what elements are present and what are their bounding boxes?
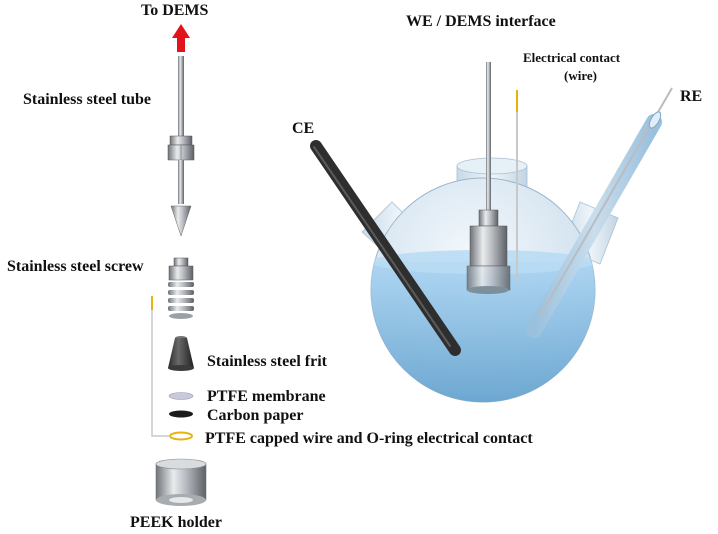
ptfe-membrane-disc	[168, 392, 194, 400]
stainless-steel-frit	[168, 336, 194, 371]
carbon-paper-disc	[169, 410, 193, 418]
we-electrode-body	[466, 209, 511, 294]
reference-electrode-tube	[526, 114, 662, 338]
contact-wire-tip	[516, 90, 518, 112]
electrochemical-cell	[310, 62, 673, 403]
label-ce: CE	[292, 120, 315, 137]
label-we-dems-interface: WE / DEMS interface	[406, 13, 556, 30]
label-stainless-steel-frit: Stainless steel frit	[207, 353, 327, 370]
wire-tip	[151, 296, 153, 310]
label-to-dems: To DEMS	[141, 2, 209, 19]
label-ptfe-capped-wire: PTFE capped wire and O-ring electrical c…	[205, 430, 533, 447]
peek-holder	[155, 458, 207, 506]
tube-nut	[167, 135, 195, 161]
steel-tube-upper	[178, 56, 184, 136]
label-ptfe-membrane: PTFE membrane	[207, 388, 326, 405]
steel-tube-lower	[178, 160, 184, 204]
label-stainless-steel-screw: Stainless steel screw	[7, 258, 144, 275]
exploded-assembly	[151, 24, 207, 506]
label-re: RE	[680, 88, 703, 105]
we-dems-rod	[486, 62, 491, 212]
stainless-steel-screw	[168, 257, 194, 319]
to-dems-arrow	[172, 24, 190, 52]
electrical-contact-wire	[516, 90, 518, 280]
tube-cone-tip	[170, 205, 192, 237]
label-electrical-contact: Electrical contact	[523, 50, 621, 65]
label-peek-holder: PEEK holder	[130, 514, 223, 531]
label-carbon-paper: Carbon paper	[207, 407, 304, 424]
ptfe-capped-wire	[151, 296, 170, 437]
counter-electrode-rod	[310, 140, 461, 356]
label-stainless-steel-tube: Stainless steel tube	[23, 91, 151, 108]
o-ring	[169, 431, 193, 441]
label-electrical-contact-wire: (wire)	[564, 68, 597, 83]
